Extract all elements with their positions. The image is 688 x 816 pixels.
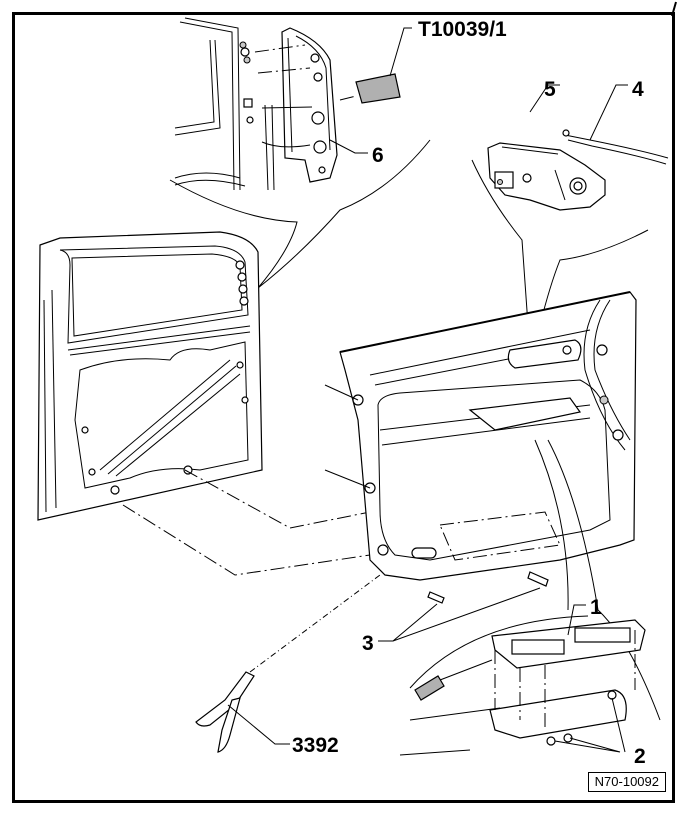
switch-cutout [468, 397, 582, 431]
callout-1: 1 [590, 596, 602, 619]
leader-1 [567, 604, 586, 636]
handle-recess [507, 339, 582, 369]
leader-2 [554, 697, 626, 753]
reference-number: N70-10092 [587, 772, 666, 792]
callout-tool-t10039: T10039/1 [418, 18, 507, 41]
pillar-frame [184, 17, 241, 191]
release-wedge-tool [355, 73, 401, 104]
callout-5: 5 [544, 78, 556, 101]
callout-6: 6 [372, 144, 384, 167]
detail-bubble-switch [399, 439, 661, 756]
switch-bracket [489, 689, 627, 739]
screw-3a [427, 591, 445, 604]
corner-mark [671, 1, 677, 17]
clip-pliers [195, 574, 381, 753]
screw-3b [527, 571, 549, 587]
leader-5 [529, 84, 560, 113]
door-shell [37, 231, 263, 521]
callout-4: 4 [632, 78, 644, 101]
callout-2: 2 [634, 745, 646, 768]
callout-3: 3 [362, 632, 374, 655]
leader-4 [589, 84, 628, 141]
door-trim-panel [324, 291, 637, 604]
leader-6 [329, 139, 368, 154]
cable [564, 134, 669, 159]
screwdriver [414, 675, 445, 701]
leader-3392 [227, 704, 290, 745]
leader-tool1 [389, 27, 412, 77]
leader-3 [378, 587, 541, 642]
detail-bubble-handle [471, 84, 669, 326]
callout-tool-3392: 3392 [292, 734, 339, 757]
diagram-frame [12, 12, 675, 803]
detail-bubble-pillar [169, 17, 431, 289]
